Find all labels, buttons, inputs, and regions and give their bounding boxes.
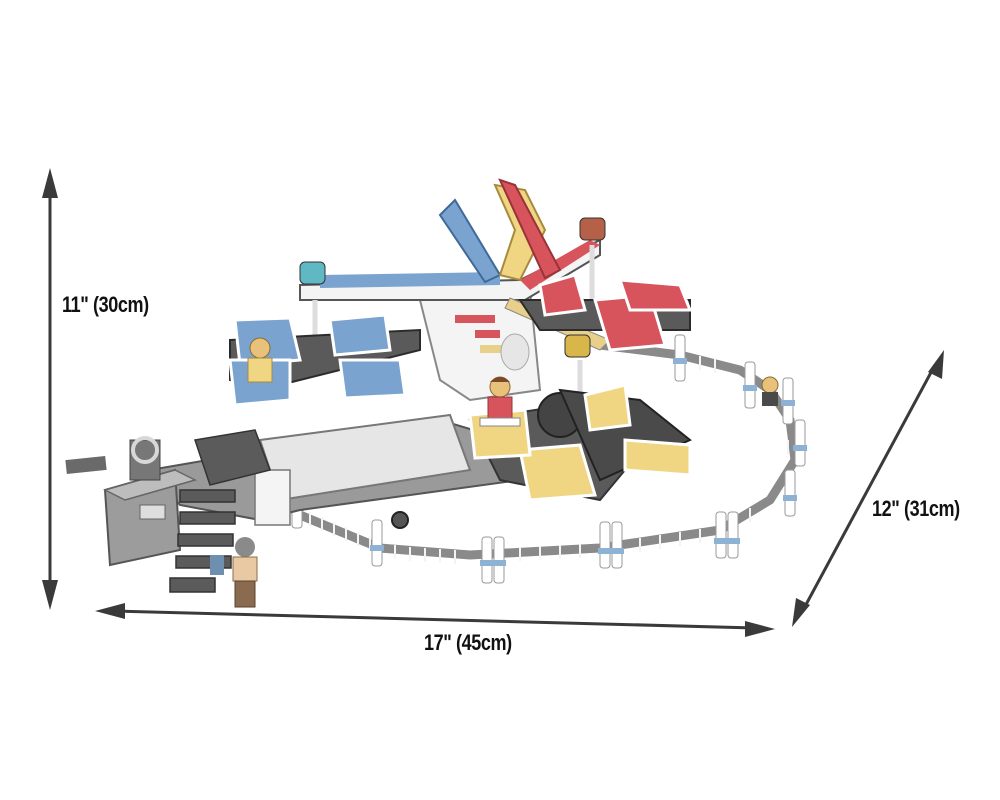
height-arrow [42,168,58,610]
blue-gondola-arm [228,313,421,407]
width-arrow [95,603,775,637]
generator-box [65,436,198,567]
rider-minifigure-left [247,337,273,383]
depth-label: 12" (31cm) [872,496,960,521]
height-label: 11" (30cm) [62,292,149,317]
rider-minifigure-right [761,376,779,406]
rider-minifigure-center [479,376,521,427]
width-label: 17" (45cm) [424,630,512,655]
spinner-top [438,178,562,284]
red-gondola-arm [518,273,693,352]
depth-arrow [792,350,944,627]
operator-minifigure [210,537,258,608]
